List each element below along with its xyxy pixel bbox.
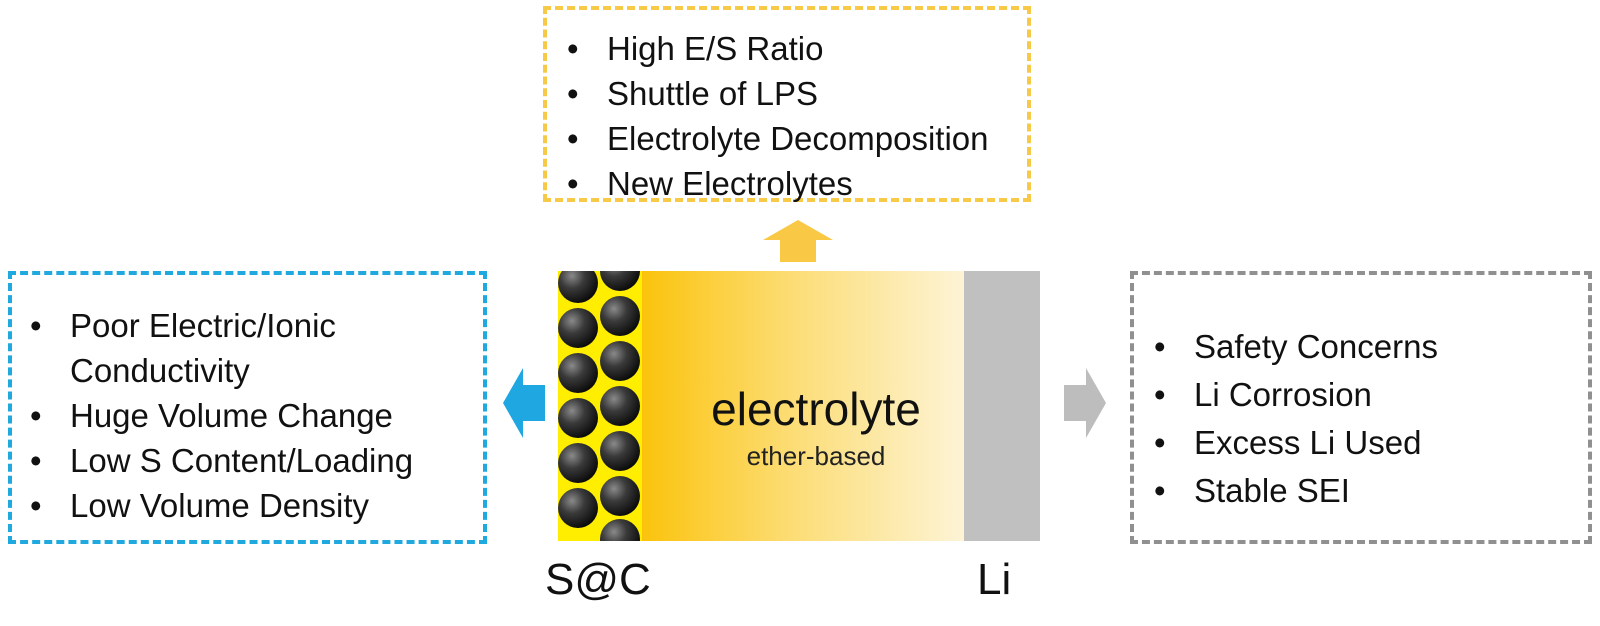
electrolyte-sublabel: ether-based: [746, 441, 886, 471]
electrolyte-issues-box: High E/S Ratio Shuttle of LPS Electrolyt…: [543, 6, 1031, 206]
anode-label: Li: [977, 555, 1012, 604]
electrolyte-region: [642, 271, 964, 541]
list-item: Low Volume Density: [18, 483, 413, 528]
list-item: Huge Volume Change: [18, 393, 413, 438]
list-item: Poor Electric/Ionic Conductivity: [18, 303, 400, 393]
battery-cell-diagram: electrolyte ether-based: [558, 271, 1040, 541]
list-item: Li Corrosion: [1142, 371, 1438, 419]
electrolyte-label: electrolyte: [711, 383, 921, 435]
arrow-left-icon: [503, 368, 545, 438]
cathode-issues-box: Poor Electric/Ionic Conductivity Huge Vo…: [8, 271, 487, 544]
carbon-sulfur-particles: [558, 271, 640, 541]
list-item: Electrolyte Decomposition: [555, 116, 989, 161]
list-item: Stable SEI: [1142, 467, 1438, 515]
cathode-label: S@C: [545, 555, 651, 604]
electrolyte-issues-list: High E/S Ratio Shuttle of LPS Electrolyt…: [555, 26, 989, 206]
anode-issues-box: Safety Concerns Li Corrosion Excess Li U…: [1130, 271, 1592, 544]
arrow-up-icon: [763, 220, 833, 262]
cell-graphic: [558, 271, 1040, 541]
list-item: Shuttle of LPS: [555, 71, 989, 116]
lithium-anode: [964, 271, 1040, 541]
list-item: Low S Content/Loading: [18, 438, 413, 483]
list-item: High E/S Ratio: [555, 26, 989, 71]
list-item: Safety Concerns: [1142, 323, 1438, 371]
list-item: New Electrolytes: [555, 161, 989, 206]
arrow-right-icon: [1064, 368, 1106, 438]
list-item: Excess Li Used: [1142, 419, 1438, 467]
cathode-issues-list: Poor Electric/Ionic Conductivity Huge Vo…: [18, 303, 413, 528]
anode-issues-list: Safety Concerns Li Corrosion Excess Li U…: [1142, 323, 1438, 515]
